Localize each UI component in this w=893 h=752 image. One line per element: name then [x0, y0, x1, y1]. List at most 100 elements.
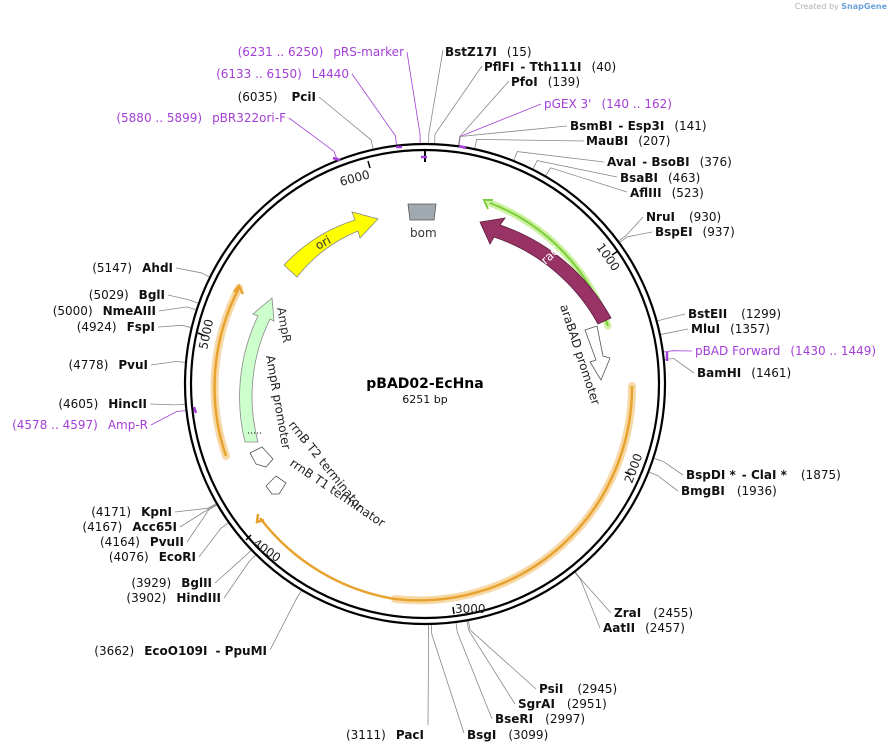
leader-site-afliii	[545, 167, 628, 193]
primer-prs-marker[interactable]: (6231 .. 6250)pRS-marker	[238, 45, 404, 59]
terminator-glow-right	[391, 382, 637, 605]
tick-5000: 5000	[196, 318, 216, 351]
credit-prefix: Created by	[794, 2, 839, 11]
primer-l4440[interactable]: (6133 .. 6150)L4440	[216, 67, 349, 81]
tick-2000: 2000	[622, 452, 646, 485]
primer-pbr322ori-f[interactable]: (5880 .. 5899)pBR322ori-F	[116, 111, 286, 125]
site-aatii[interactable]: AatII(2457)	[603, 621, 685, 635]
feature-ampr-promoter[interactable]: AmpR promoter	[263, 354, 293, 450]
leader-site-pvuii	[186, 504, 218, 543]
leader-site-bsgi	[431, 623, 465, 734]
bom-box	[407, 203, 437, 221]
primer-amp-r[interactable]: (4578 .. 4597)Amp-R	[12, 418, 148, 432]
site-bsmbi[interactable]: BsmBI- Esp3I(141)	[570, 119, 707, 133]
leader-site-ecori	[198, 522, 230, 558]
site-bgli[interactable]: (5029)BglI	[89, 288, 165, 302]
rrnb-t2-arrow	[249, 446, 274, 468]
site-bsabi[interactable]: BsaBI(463)	[620, 171, 700, 185]
rrnb-t1-label: rrnB T1 terminator	[287, 456, 387, 530]
site-kpni[interactable]: (4171)KpnI	[91, 505, 172, 519]
site-pvui[interactable]: (4778)PvuI	[68, 358, 148, 372]
snapgene-logo: SnapGene	[841, 2, 887, 11]
arabad-promoter-arrow	[584, 325, 611, 381]
leader-primer-pbad-forward	[662, 350, 693, 353]
site-psii[interactable]: PsiI(2945)	[539, 682, 617, 696]
ampr-promoter-label: AmpR promoter	[263, 354, 293, 450]
scale-ticks	[197, 160, 632, 615]
plasmid-name: pBAD02-EcHna	[366, 376, 483, 392]
site-bspei[interactable]: BspEI(937)	[655, 225, 735, 239]
site-acc65i[interactable]: (4167)Acc65I	[82, 520, 177, 534]
feature-ampr[interactable]: AmpR	[239, 297, 294, 443]
leader-primer-pbr322ori-f	[288, 117, 338, 161]
primer-pgex[interactable]: pGEX 3'(140 .. 162)	[544, 97, 672, 111]
site-bamhi[interactable]: BamHI(1461)	[697, 366, 791, 380]
site-pflfi[interactable]: PflFI- Tth111I(40)	[484, 60, 616, 74]
bom-label: bom	[410, 226, 437, 240]
leader-site-nmeaiii	[158, 306, 197, 312]
leader-site-bspdi	[653, 457, 684, 476]
site-hincii[interactable]: (4605)HincII	[58, 397, 147, 411]
leader-site-zrai	[574, 571, 612, 614]
ori-label: ori	[313, 233, 333, 253]
leader-site-ahdi	[175, 267, 211, 278]
ampr-arrow	[239, 297, 275, 443]
site-paci[interactable]: (3111)PacI	[346, 728, 424, 742]
leader-site-avai	[513, 151, 605, 163]
site-hindiii[interactable]: (3902)HindIII	[126, 591, 221, 605]
tick-1000: 1000	[594, 241, 623, 274]
leader-primer-amp-r	[150, 410, 187, 426]
site-avai[interactable]: AvaI- BsoBI(376)	[607, 155, 732, 169]
leader-site-ecoo109i	[269, 589, 303, 651]
leader-site-bseri	[455, 621, 493, 720]
site-bsteii[interactable]: BstEII(1299)	[688, 307, 781, 321]
site-bmgbi[interactable]: BmgBI(1936)	[681, 484, 777, 498]
plasmid-size: 6251 bp	[402, 393, 447, 406]
site-bseri[interactable]: BseRI(2997)	[495, 712, 585, 726]
leader-site-bstz17i	[428, 49, 444, 145]
site-ecoo109i[interactable]: (3662)EcoO109I- PpuMI	[94, 644, 267, 658]
tick-3000: 3000	[455, 602, 486, 616]
site-bspdi[interactable]: BspDI *- ClaI *(1875)	[686, 468, 841, 482]
terminator-arc-right	[394, 385, 634, 602]
site-bstz17i[interactable]: BstZ17I(15)	[445, 45, 532, 59]
tick-6000: 6000	[338, 167, 371, 188]
site-ahdi[interactable]: (5147)AhdI	[92, 261, 173, 275]
site-pvuii[interactable]: (4164)PvuII	[100, 535, 184, 549]
primer-mark-pbr322	[332, 156, 341, 162]
site-maubi[interactable]: MauBI(207)	[586, 134, 670, 148]
site-ecori[interactable]: (4076)EcoRI	[109, 550, 196, 564]
feature-bom[interactable]: bom	[407, 203, 437, 240]
site-mlui[interactable]: MluI(1357)	[691, 322, 770, 336]
feature-arac[interactable]: araC	[479, 217, 612, 325]
leader-site-maubi	[474, 138, 585, 150]
primer-pbad-forward[interactable]: pBAD Forward(1430 .. 1449)	[695, 344, 876, 358]
backbone-outer	[183, 142, 667, 626]
site-zrai[interactable]: ZraI(2455)	[614, 606, 693, 620]
arac-halo-arrow	[482, 199, 493, 210]
leader-site-psii	[467, 620, 537, 690]
site-fspi[interactable]: (4924)FspI	[77, 320, 155, 334]
terminator-arc-bottom	[259, 517, 396, 601]
site-bglii[interactable]: (3929)BglII	[131, 576, 212, 590]
feature-ori[interactable]: ori	[283, 211, 379, 278]
leader-site-hincii	[149, 403, 186, 406]
site-bsgi[interactable]: BsgI(3099)	[467, 728, 548, 742]
site-sgrai[interactable]: SgrAI(2951)	[518, 697, 607, 711]
terminator-arrow-left	[233, 283, 245, 295]
leader-site-acc65i	[179, 503, 218, 528]
label-leader-lines	[149, 49, 695, 734]
site-nrui[interactable]: NruI(930)	[646, 210, 721, 224]
site-pcii[interactable]: (6035)PciI	[238, 90, 316, 104]
site-afliii[interactable]: AflIII(523)	[630, 186, 704, 200]
site-pfoi[interactable]: PfoI(139)	[511, 75, 580, 89]
leader-site-bglii	[214, 549, 252, 584]
leader-primer-prs-marker	[406, 51, 421, 145]
leader-site-bsteii	[656, 313, 686, 322]
leader-site-fspi	[157, 324, 192, 329]
leader-site-pvui	[150, 361, 187, 366]
site-nmeaiii[interactable]: (5000)NmeAIII	[53, 304, 156, 318]
terminator-arc-left	[213, 287, 241, 457]
leader-site-bspei	[618, 231, 653, 244]
